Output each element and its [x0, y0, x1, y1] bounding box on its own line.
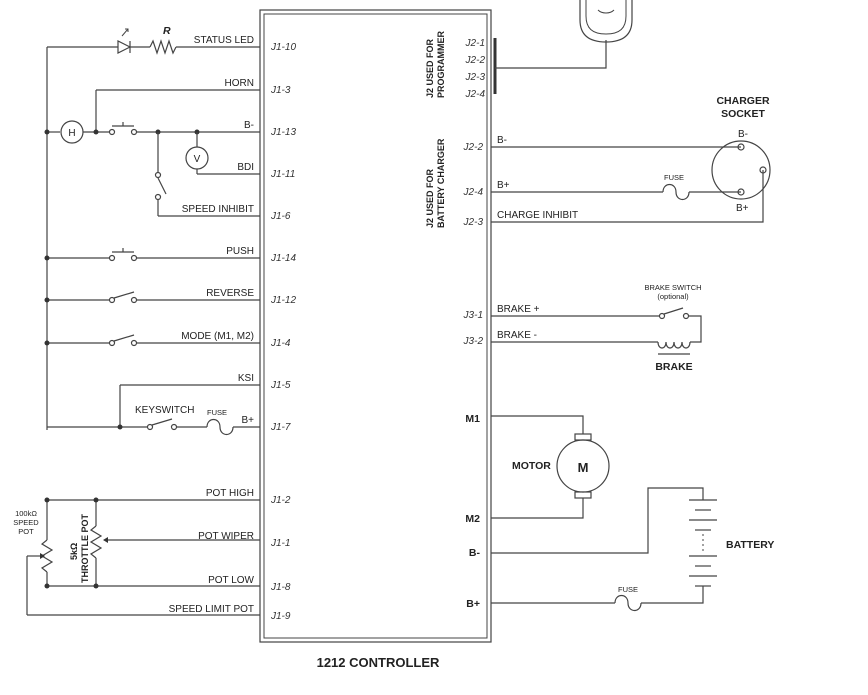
label-horn: HORN — [225, 78, 254, 89]
pin-j1-10: J1-10 — [270, 42, 296, 53]
pin-j1-4: J1-4 — [270, 338, 291, 349]
brake-coil-icon — [657, 341, 691, 349]
pin-j1-8: J1-8 — [270, 582, 291, 593]
pin-j2-4-charger: J2-4 — [463, 187, 484, 198]
controller-box-inner — [263, 13, 488, 639]
label-b-minus: B- — [244, 120, 254, 131]
label-bdi: BDI — [237, 162, 254, 173]
keyswitch-label: KEYSWITCH — [135, 405, 194, 416]
pin-j1-9: J1-9 — [270, 611, 291, 622]
pin-j2-3-charger: J2-3 — [463, 217, 484, 228]
brake-label: BRAKE — [655, 361, 692, 373]
motor-label: MOTOR — [512, 460, 551, 472]
label-reverse: REVERSE — [206, 288, 254, 299]
mode-switch-icon — [113, 334, 135, 342]
charger-fuse-icon — [662, 183, 690, 201]
speed-pot-label-2: SPEED — [13, 518, 39, 527]
j2-charger-section: J2 USED FOR BATTERY CHARGER J2-2 J2-4 J2… — [425, 95, 771, 228]
charger-b-minus: B- — [497, 135, 507, 146]
pin-j2-2: J2-2 — [465, 55, 486, 66]
label-b-plus: B+ — [241, 415, 254, 426]
reverse-switch-icon — [113, 291, 135, 299]
brake-plus-label: BRAKE + — [497, 304, 540, 315]
pin-j1-12: J1-12 — [270, 295, 296, 306]
throttle-pot-label-2: THROTTLE POT — [80, 514, 90, 583]
terminal-m2: M2 — [465, 513, 480, 525]
fuse-icon — [206, 418, 234, 436]
pin-j3-2: J3-2 — [463, 336, 484, 347]
speed-pot-label-3: POT — [18, 527, 34, 536]
label-pot-high: POT HIGH — [206, 488, 254, 499]
pin-j1-6: J1-6 — [270, 211, 291, 222]
keyswitch-icon — [151, 418, 173, 426]
volt-symbol: V — [194, 154, 201, 165]
charger-socket-icon — [711, 140, 771, 200]
pin-j1-2: J1-2 — [270, 495, 291, 506]
speed-pot-label-1: 100kΩ — [15, 509, 37, 518]
throttle-pot-label-1: 5kΩ — [69, 543, 79, 560]
keyswitch-fuse-label: FUSE — [207, 408, 227, 417]
battery-icon — [689, 499, 717, 587]
controller-box-outer — [259, 9, 492, 643]
left-signal-labels: STATUS LED HORN B- BDI SPEED INHIBIT PUS… — [169, 35, 255, 615]
left-wiring: R H V — [13, 25, 260, 616]
label-ksi: KSI — [238, 373, 254, 384]
motor-symbol: M — [578, 460, 589, 475]
j2-charger-label-1: J2 USED FOR — [425, 168, 435, 228]
resistor-label: R — [163, 25, 171, 37]
pin-j2-4: J2-4 — [465, 89, 486, 100]
pin-j1-5: J1-5 — [270, 380, 291, 391]
power-section: M1 M2 B- B+ M MOTOR BATTERY FUSE — [465, 413, 774, 612]
brake-section: J3-1 J3-2 BRAKE + BRAKE - BRAKE SWITCH (… — [463, 283, 702, 373]
brake-switch-icon — [663, 307, 684, 315]
throttle-pot-icon — [89, 525, 103, 559]
programmer-device-icon — [579, 0, 633, 43]
pin-j3-1: J3-1 — [463, 310, 483, 321]
j2-programmer-section: J2 USED FOR PROGRAMMER J2-1 J2-2 J2-3 J2… — [425, 0, 633, 100]
led-icon — [117, 28, 132, 54]
left-pin-labels: J1-10 J1-3 J1-13 J1-11 J1-6 J1-14 J1-12 … — [270, 42, 296, 622]
pin-j1-14: J1-14 — [270, 253, 296, 264]
speed-inhibit-switch-icon — [157, 177, 167, 195]
charger-b-plus: B+ — [497, 180, 510, 191]
battery-label: BATTERY — [726, 539, 774, 551]
terminal-b-minus: B- — [469, 547, 481, 559]
charger-socket-label-2: SOCKET — [721, 108, 765, 120]
brake-switch-label: BRAKE SWITCH — [644, 283, 701, 292]
label-pot-low: POT LOW — [208, 575, 254, 586]
pin-j1-1: J1-1 — [270, 538, 290, 549]
charger-fuse-label: FUSE — [664, 173, 684, 182]
pin-j1-7: J1-7 — [270, 422, 291, 433]
pin-j1-13: J1-13 — [270, 127, 296, 138]
brake-minus-label: BRAKE - — [497, 330, 537, 341]
label-push: PUSH — [226, 246, 254, 257]
label-pot-wiper: POT WIPER — [198, 531, 254, 542]
terminal-m1: M1 — [465, 413, 480, 425]
brake-switch-optional: (optional) — [657, 292, 689, 301]
battery-fuse-label: FUSE — [618, 585, 638, 594]
pin-j2-3: J2-3 — [465, 72, 486, 83]
terminal-b-plus: B+ — [466, 598, 480, 610]
charger-inhibit: CHARGE INHIBIT — [497, 210, 578, 221]
horn-symbol: H — [68, 128, 75, 139]
j2-programmer-label-2: PROGRAMMER — [436, 31, 446, 98]
pin-j2-1: J2-1 — [465, 38, 485, 49]
label-status-led: STATUS LED — [194, 35, 254, 46]
pin-j2-2-charger: J2-2 — [463, 142, 484, 153]
pin-j1-3: J1-3 — [270, 85, 291, 96]
socket-b-plus: B+ — [736, 203, 749, 214]
socket-b-minus: B- — [738, 129, 748, 140]
label-speed-limit-pot: SPEED LIMIT POT — [169, 604, 254, 615]
j2-programmer-label-1: J2 USED FOR — [425, 38, 435, 98]
pin-j1-11: J1-11 — [270, 169, 295, 180]
label-mode: MODE (M1, M2) — [181, 331, 254, 342]
battery-fuse-icon — [614, 594, 642, 612]
j2-charger-label-2: BATTERY CHARGER — [436, 138, 446, 228]
controller-title: 1212 CONTROLLER — [317, 655, 440, 670]
resistor-icon — [149, 39, 177, 55]
label-speed-inhibit: SPEED INHIBIT — [182, 204, 254, 215]
charger-socket-label-1: CHARGER — [716, 95, 770, 107]
